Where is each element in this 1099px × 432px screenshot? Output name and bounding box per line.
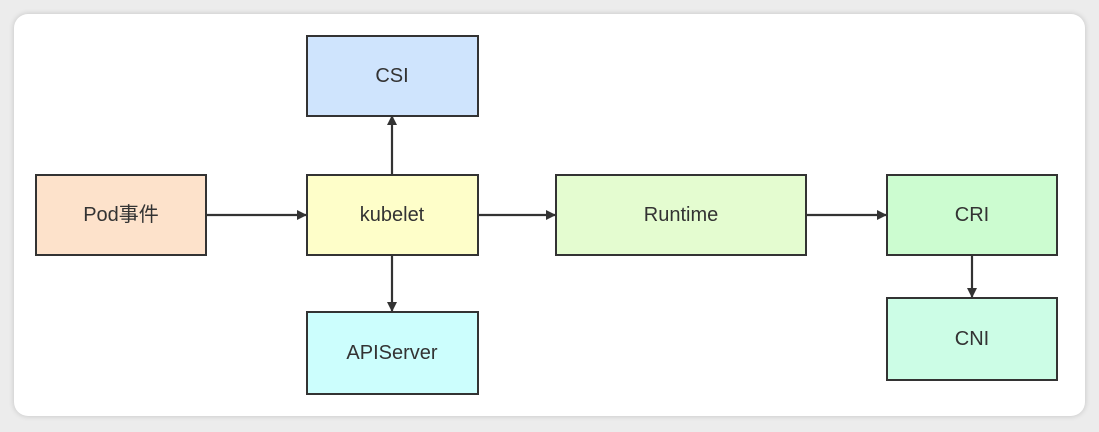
node-pod-label: Pod事件 [83,203,159,226]
node-kubelet-label: kubelet [360,204,425,226]
node-runtime-box [555,174,807,256]
node-runtime: Runtime [555,174,807,256]
node-cni-box [886,297,1058,381]
node-csi-label: CSI [375,65,408,87]
node-kubelet-box [306,174,479,256]
node-cni: CNI [886,297,1058,381]
node-cri-box [886,174,1058,256]
node-apiserver-label: APIServer [346,342,437,364]
edges [206,115,977,312]
node-csi: CSI [306,35,479,117]
node-cni-label: CNI [955,328,989,350]
node-apiserver-box [306,311,479,395]
node-cri: CRI [886,174,1058,256]
node-pod: Pod事件 [35,174,207,256]
node-csi-box [306,35,479,117]
node-cri-label: CRI [955,204,989,226]
node-pod-box [35,174,207,256]
node-apiserver: APIServer [306,311,479,395]
node-kubelet: kubelet [306,174,479,256]
node-runtime-label: Runtime [644,204,718,226]
